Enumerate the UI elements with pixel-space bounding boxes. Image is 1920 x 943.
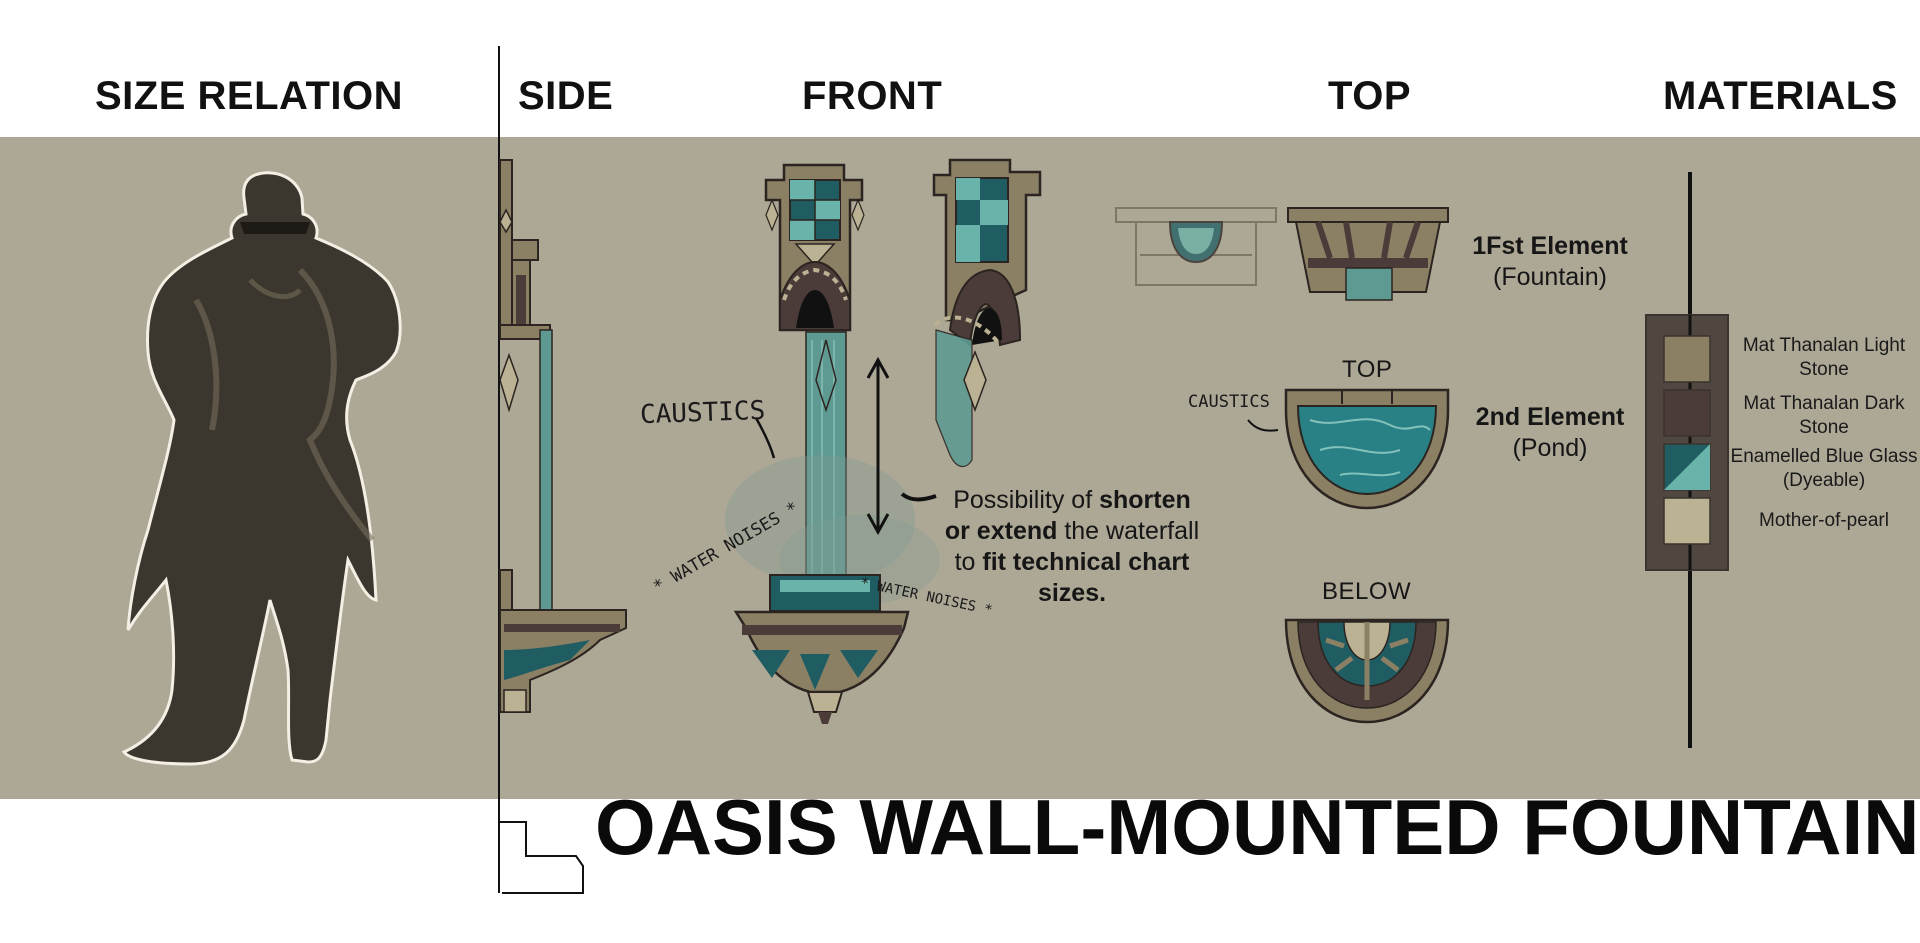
pond-top	[1284, 388, 1450, 510]
swatch-blue-glass	[1663, 443, 1711, 491]
swatch-light-stone	[1663, 335, 1711, 383]
header-size-relation: SIZE RELATION	[95, 74, 403, 118]
pond-below	[1284, 618, 1450, 724]
caustics-leader	[754, 417, 776, 459]
element2-label: 2nd Element (Pond)	[1475, 403, 1625, 462]
caustics-label-top: CAUSTICS	[1188, 392, 1270, 412]
material-name-mother-of-pearl: Mother-of-pearl	[1759, 510, 1889, 531]
material-name-dark-stone: Mat Thanalan Dark Stone	[1743, 393, 1905, 438]
material-name-light-stone: Mat Thanalan Light Stone	[1742, 335, 1906, 380]
front-fountain	[725, 163, 940, 724]
header-top: TOP	[1328, 74, 1412, 118]
caustics-label-front: CAUSTICS	[639, 395, 766, 431]
header-materials: MATERIALS	[1663, 74, 1898, 118]
header-side: SIDE	[518, 74, 614, 118]
element1-label: 1Fst Element (Fountain)	[1472, 232, 1628, 291]
caustics-top-leader	[1247, 419, 1279, 432]
character-silhouette	[121, 171, 402, 766]
swatch-mother-of-pearl	[1663, 497, 1711, 545]
front-fountain-angled	[932, 158, 1042, 468]
top-element1-outline	[1115, 207, 1277, 286]
top-element1	[1287, 207, 1449, 301]
swatch-dark-stone	[1663, 389, 1711, 437]
side-view	[499, 159, 627, 713]
height-arrow	[866, 356, 937, 536]
top-view-label: TOP	[1342, 356, 1393, 383]
waterfall-note: Possibility of shorten or extend the wat…	[944, 486, 1200, 607]
header-front: FRONT	[802, 74, 943, 118]
wall-bracket-outline	[499, 821, 584, 894]
material-name-blue-glass: Enamelled Blue Glass (Dyeable)	[1730, 446, 1918, 491]
below-view-label: BELOW	[1322, 578, 1412, 605]
page-title: OASIS WALL-MOUNTED FOUNTAIN	[595, 783, 1920, 871]
goggles	[240, 222, 310, 234]
